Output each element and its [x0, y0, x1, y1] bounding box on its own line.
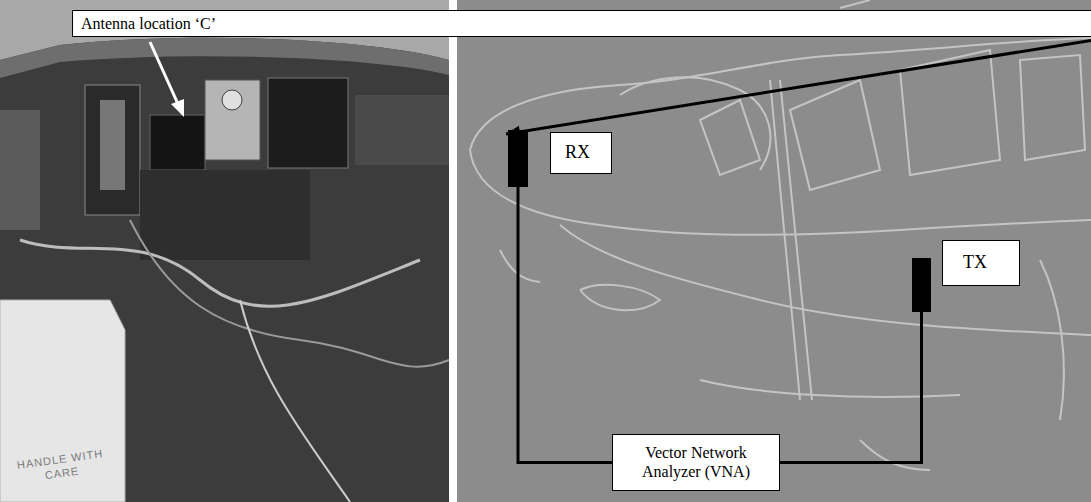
photo-edge: [0, 38, 449, 78]
connector: [506, 28, 1091, 138]
connector-line: [518, 187, 612, 462]
photo-dial: [222, 90, 242, 110]
photo-unit: [268, 78, 348, 168]
photo-wire: [20, 240, 420, 306]
photo-ground: [0, 0, 449, 502]
node-text: TX: [963, 252, 999, 274]
instrument-box: Vector Network Analyzer (VNA): [612, 434, 780, 490]
photo-unit: [0, 110, 40, 230]
photo-unit: [355, 95, 449, 165]
connector-line: [780, 312, 922, 462]
photo-unit: [85, 85, 140, 215]
connector-line: [506, 28, 1091, 134]
leader-arrow: [150, 42, 178, 104]
helicopter-drawing: [470, 0, 1091, 470]
connector: [518, 187, 612, 462]
antenna-node: TX: [912, 240, 1020, 312]
photo-detail: [100, 100, 125, 190]
antenna-node: RX: [508, 130, 612, 187]
photo-wire: [130, 220, 449, 367]
photo-wire: [240, 300, 350, 502]
node-text: RX: [565, 142, 597, 164]
callout-box: Antenna location ‘C’: [72, 10, 1091, 37]
antenna-bar: [912, 258, 931, 312]
node-text: Vector Network Analyzer (VNA): [623, 443, 769, 481]
photo-tray: [140, 170, 310, 260]
antenna-device: [150, 115, 205, 170]
handle-box: [0, 300, 125, 502]
photo-unit: [205, 80, 260, 160]
antenna-label: RX: [550, 132, 612, 174]
drawing-ground: [457, 0, 1091, 502]
antenna-label: TX: [942, 240, 1020, 286]
leader-arrowhead: [171, 99, 184, 117]
connector: [780, 312, 922, 462]
antenna-bar: [508, 130, 528, 187]
node-text: Antenna location ‘C’: [81, 14, 1091, 33]
